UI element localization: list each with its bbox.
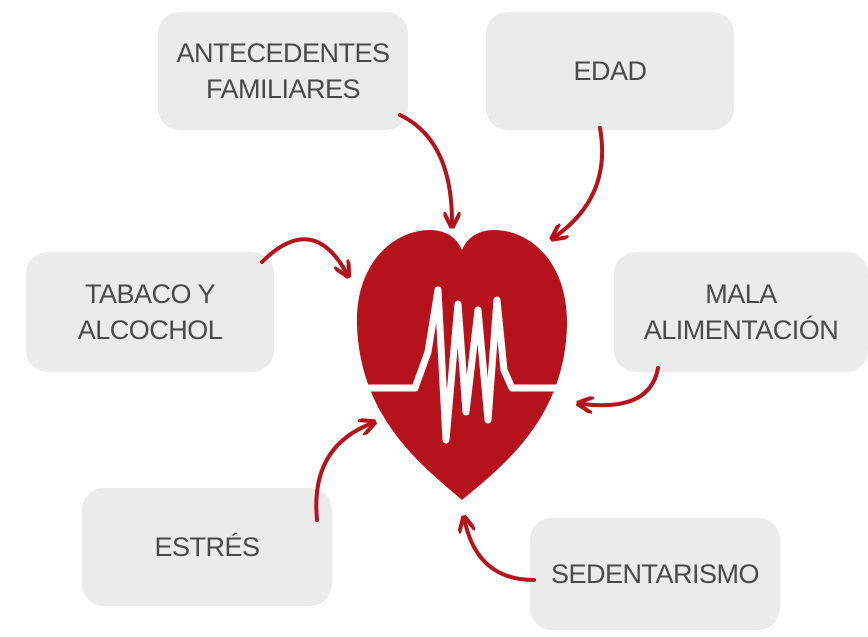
- curved-arrow-icon-estres: [314, 424, 370, 522]
- curved-arrow-icon-antecedentes: [398, 113, 452, 222]
- curved-arrow-icon-edad: [556, 126, 605, 236]
- factor-label-edad: EDAD: [573, 56, 647, 86]
- factor-box-sedentarismo: SEDENTARISMO: [530, 518, 780, 630]
- arrows: [260, 113, 660, 582]
- factor-label-tabaco-alcochol: TABACO Y ALCOCHOL: [77, 279, 223, 345]
- heart-pulse-icon: [348, 230, 576, 500]
- factor-label-estres: ESTRÉS: [154, 532, 260, 562]
- factor-label-antecedentes-familiares: ANTECEDENTES FAMILIARES: [176, 38, 390, 104]
- factor-box-edad: EDAD: [486, 12, 734, 130]
- factor-box-estres: ESTRÉS: [82, 488, 332, 606]
- curved-arrow-icon-sedentarismo: [465, 522, 536, 582]
- pulse-line: [348, 286, 576, 444]
- factor-box-mala-alimentacion: MALA ALIMENTACIÓN: [614, 252, 868, 372]
- factor-box-antecedentes-familiares: ANTECEDENTES FAMILIARES: [158, 12, 408, 130]
- factor-label-mala-alimentacion: MALA ALIMENTACIÓN: [643, 279, 839, 345]
- factor-box-tabaco-alcochol: TABACO Y ALCOCHOL: [26, 252, 274, 372]
- curved-arrow-icon-tabaco: [260, 237, 346, 272]
- curved-arrow-icon-mala: [583, 366, 660, 405]
- factor-label-sedentarismo: SEDENTARISMO: [550, 559, 760, 589]
